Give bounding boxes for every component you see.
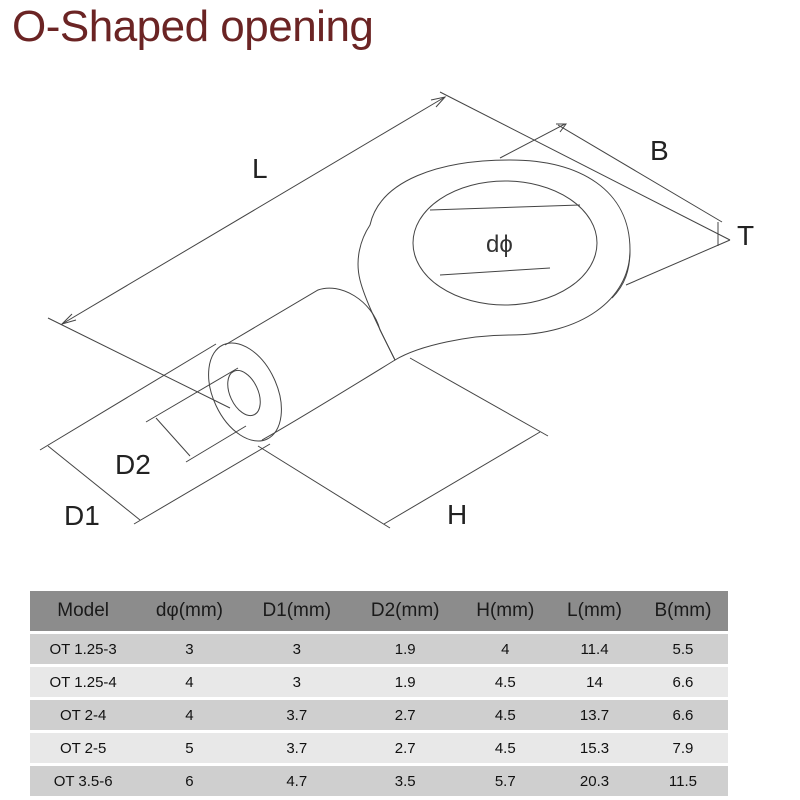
table-row: OT 2-5 5 3.7 2.7 4.5 15.3 7.9 bbox=[30, 730, 728, 763]
table-cell: 4.5 bbox=[459, 730, 552, 763]
ext-line-H-b bbox=[409, 357, 549, 437]
table-header-row: Model dφ(mm) D1(mm) D2(mm) H(mm) L(mm) B… bbox=[30, 591, 728, 631]
table-cell: 3 bbox=[136, 631, 243, 664]
hole-dim-line-1 bbox=[429, 204, 581, 211]
label-dphi: dϕ bbox=[486, 231, 513, 258]
ext-line-D2-b bbox=[185, 425, 247, 463]
barrel-body bbox=[224, 287, 396, 441]
table-row: OT 3.5-6 6 4.7 3.5 5.7 20.3 11.5 bbox=[30, 763, 728, 796]
ext-line-L-bottom bbox=[47, 317, 231, 409]
table-cell: OT 1.25-3 bbox=[30, 631, 137, 664]
table-cell: 4 bbox=[136, 664, 243, 697]
ext-line-L-top bbox=[439, 91, 731, 241]
label-T: T bbox=[737, 220, 754, 251]
column-header: H(mm) bbox=[459, 591, 552, 631]
column-header: Model bbox=[30, 591, 137, 631]
barrel-outer-end bbox=[208, 342, 282, 442]
label-D1: D1 bbox=[64, 500, 100, 531]
label-H: H bbox=[447, 499, 467, 530]
table-row: OT 1.25-4 4 3 1.9 4.5 14 6.6 bbox=[30, 664, 728, 697]
table-cell: 6 bbox=[136, 763, 243, 796]
spec-table: Model dφ(mm) D1(mm) D2(mm) H(mm) L(mm) B… bbox=[30, 591, 728, 796]
table-row: OT 1.25-3 3 3 1.9 4 11.4 5.5 bbox=[30, 631, 728, 664]
ring-outer bbox=[357, 159, 631, 361]
table-cell: 15.3 bbox=[551, 730, 638, 763]
dim-line-B bbox=[499, 123, 566, 159]
table-cell: OT 3.5-6 bbox=[30, 763, 137, 796]
table-cell: 20.3 bbox=[551, 763, 638, 796]
dim-line-H bbox=[383, 431, 541, 525]
arrow-L-right bbox=[430, 96, 447, 108]
ext-line-H-a bbox=[257, 445, 391, 529]
dim-line-D1 bbox=[47, 445, 141, 521]
table-cell: OT 2-5 bbox=[30, 730, 137, 763]
table-cell: 4 bbox=[459, 631, 552, 664]
ext-line-D2-a bbox=[145, 367, 239, 423]
dim-line-D2 bbox=[155, 417, 191, 457]
hole-dim-line-2 bbox=[439, 267, 551, 276]
arrow-L-left bbox=[60, 313, 77, 326]
table-cell: 11.4 bbox=[551, 631, 638, 664]
ring-terminal-diagram: L B T dϕ D2 D1 H bbox=[39, 91, 754, 531]
table-cell: 4 bbox=[136, 697, 243, 730]
label-B: B bbox=[650, 135, 669, 166]
ext-line-D1-a bbox=[39, 343, 217, 451]
table-cell: 1.9 bbox=[350, 631, 460, 664]
table-cell: 3 bbox=[242, 664, 351, 697]
label-D2: D2 bbox=[115, 449, 151, 480]
ext-line-D1-b bbox=[133, 443, 271, 525]
barrel-inner-end bbox=[227, 369, 261, 417]
table-cell: 2.7 bbox=[350, 730, 460, 763]
table-cell: 13.7 bbox=[551, 697, 638, 730]
table-cell: 2.7 bbox=[350, 697, 460, 730]
column-header: D1(mm) bbox=[242, 591, 351, 631]
table-cell: 5.7 bbox=[459, 763, 552, 796]
column-header: B(mm) bbox=[637, 591, 728, 631]
table-cell: 4.5 bbox=[459, 664, 552, 697]
ext-line-B bbox=[557, 124, 723, 223]
page-title: O-Shaped opening bbox=[12, 2, 374, 51]
table-cell: 1.9 bbox=[350, 664, 460, 697]
table-cell: 3.7 bbox=[242, 730, 351, 763]
table-cell: 3.5 bbox=[350, 763, 460, 796]
table-cell: OT 2-4 bbox=[30, 697, 137, 730]
table-row: OT 2-4 4 3.7 2.7 4.5 13.7 6.6 bbox=[30, 697, 728, 730]
table-cell: 6.6 bbox=[637, 697, 728, 730]
ring-thickness bbox=[611, 249, 631, 299]
table-cell: OT 1.25-4 bbox=[30, 664, 137, 697]
dim-line-L bbox=[61, 96, 446, 325]
ring-hole bbox=[412, 180, 598, 306]
column-header: L(mm) bbox=[551, 591, 638, 631]
table-cell: 4.7 bbox=[242, 763, 351, 796]
table-cell: 7.9 bbox=[637, 730, 728, 763]
label-L: L bbox=[252, 153, 268, 184]
table-cell: 14 bbox=[551, 664, 638, 697]
table-cell: 4.5 bbox=[459, 697, 552, 730]
ext-line-T bbox=[625, 239, 731, 286]
arrow-B bbox=[556, 123, 567, 133]
column-header: dφ(mm) bbox=[136, 591, 243, 631]
table-cell: 3 bbox=[242, 631, 351, 664]
table-cell: 11.5 bbox=[637, 763, 728, 796]
table-cell: 5.5 bbox=[637, 631, 728, 664]
table-cell: 5 bbox=[136, 730, 243, 763]
column-header: D2(mm) bbox=[350, 591, 460, 631]
table-cell: 6.6 bbox=[637, 664, 728, 697]
table-cell: 3.7 bbox=[242, 697, 351, 730]
